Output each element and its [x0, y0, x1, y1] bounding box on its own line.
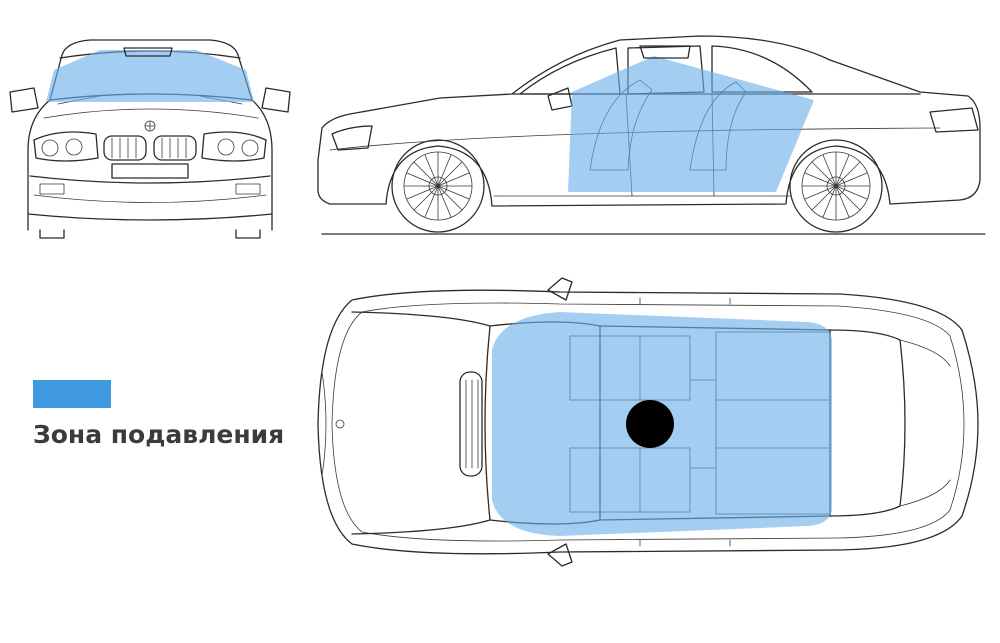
- jammer-device-icon: [626, 400, 674, 448]
- side-suppression-zone: [568, 56, 814, 192]
- side-view: [317, 35, 986, 235]
- bmw-logo-icon: [144, 120, 156, 132]
- front-view: [9, 39, 291, 239]
- front-suppression-zone: [46, 50, 254, 102]
- wheel-icon: [789, 139, 883, 233]
- bmw-logo-icon: [335, 419, 345, 429]
- legend-label: Зона подавления: [33, 420, 285, 449]
- top-view: [317, 277, 979, 567]
- legend-swatch: [33, 380, 111, 408]
- wheel-icon: [391, 139, 485, 233]
